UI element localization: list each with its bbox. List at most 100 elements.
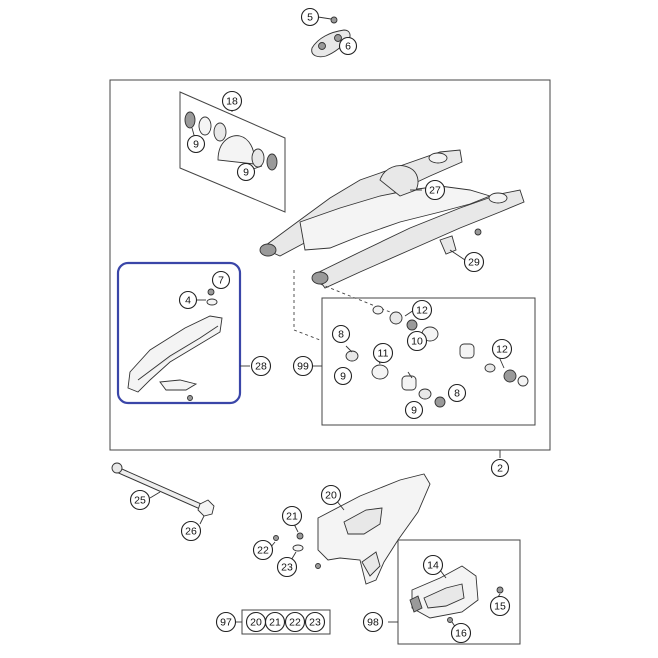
callout-c11: 11 [372,342,394,364]
callout-number: 23 [281,562,293,574]
callout-c29: 29 [463,251,485,273]
part-swingarm [259,149,525,289]
callout-number: 14 [427,560,439,572]
part-nut-26 [197,499,215,517]
callout-c12b: 12 [491,338,513,360]
callout-number: 4 [185,295,191,307]
callout-c10: 10 [406,330,428,352]
callout-c9b: 9 [236,162,256,182]
callout-number: 10 [411,336,423,348]
callout-labels: 5618992729742812899911101289225262021222… [129,7,513,644]
callout-circle [450,622,472,644]
part-bolt-top-a [318,42,326,50]
callout-number: 18 [226,96,238,108]
callout-c16: 16 [450,622,472,644]
part-screw-5 [330,16,338,24]
callout-number: 28 [255,361,267,373]
callout-circle [129,489,151,511]
callout-circle [281,505,303,527]
callout-number: 22 [257,545,269,557]
callout-circle [490,458,510,478]
part-bearing-a [198,116,212,136]
callout-circle [221,90,243,112]
highlight-box [116,261,242,405]
callout-circle [180,520,202,542]
callout-number: 9 [340,371,346,383]
callout-number: 9 [243,167,249,179]
callout-c9a: 9 [186,134,206,154]
callout-circle [284,611,306,633]
callout-c9c: 9 [333,366,353,386]
callout-c21b: 21 [264,611,286,633]
callout-c22a: 22 [252,539,274,561]
callout-number: 97 [220,617,232,629]
callout-number: 11 [378,348,389,360]
callout-c8b: 8 [447,383,467,403]
callout-number: 5 [307,12,313,24]
callout-circle [300,7,320,27]
callout-circle [211,270,231,290]
part-axle [111,462,215,525]
callout-circle [491,338,513,360]
callout-circle [406,330,428,352]
callout-number: 21 [269,617,281,629]
callout-c26: 26 [180,520,202,542]
part-seal-a [184,111,196,129]
callout-circle [333,366,353,386]
callout-c7: 7 [211,270,231,290]
part-washer-4 [206,298,218,306]
callout-number: 12 [416,305,428,317]
bearing-kit-box [179,91,286,213]
kit-97-box [236,609,331,635]
callout-circle [411,299,433,321]
callout-c97: 97 [215,611,237,633]
callout-circle [186,134,206,154]
callout-number: 12 [496,344,508,356]
callout-c27: 27 [424,179,446,201]
callout-number: 15 [494,601,506,613]
callout-circle [304,611,326,633]
callout-number: 2 [497,463,503,475]
callout-number: 29 [468,257,480,269]
callout-c12a: 12 [411,299,433,321]
callout-c25: 25 [129,489,151,511]
callout-number: 7 [218,275,224,287]
callout-c21a: 21 [281,505,303,527]
kit-98-frame [397,539,521,645]
callout-c14: 14 [422,554,444,576]
chain-slider-box [116,261,250,405]
callout-c20a: 20 [320,484,342,506]
callout-c5: 5 [300,7,320,27]
callout-circle [236,162,256,182]
callout-c28: 28 [250,355,272,377]
callout-circle [292,355,314,377]
callout-c22b: 22 [284,611,306,633]
main-frame [109,79,551,451]
callout-circle [362,611,384,633]
callout-c4: 4 [178,290,198,310]
callout-c23a: 23 [276,556,298,578]
callout-c18: 18 [221,90,243,112]
callout-circle [264,611,286,633]
callout-circle [320,484,342,506]
callout-circle [372,342,394,364]
callout-c2: 2 [490,458,510,478]
callout-c99: 99 [292,355,314,377]
callout-number: 22 [289,617,301,629]
callout-number: 98 [367,617,379,629]
callout-number: 16 [455,628,467,640]
callout-c23b: 23 [304,611,326,633]
callout-number: 20 [325,490,337,502]
callout-circle [463,251,485,273]
callout-number: 9 [193,139,199,151]
callout-c20b: 20 [245,611,267,633]
callout-c8a: 8 [331,324,351,344]
callout-number: 99 [297,361,309,373]
callout-circle [215,611,237,633]
callout-circle [331,324,351,344]
callout-circle [404,400,424,420]
part-bolt-top-b [334,34,342,42]
part-screw-7 [207,288,215,296]
callout-circle [447,383,467,403]
